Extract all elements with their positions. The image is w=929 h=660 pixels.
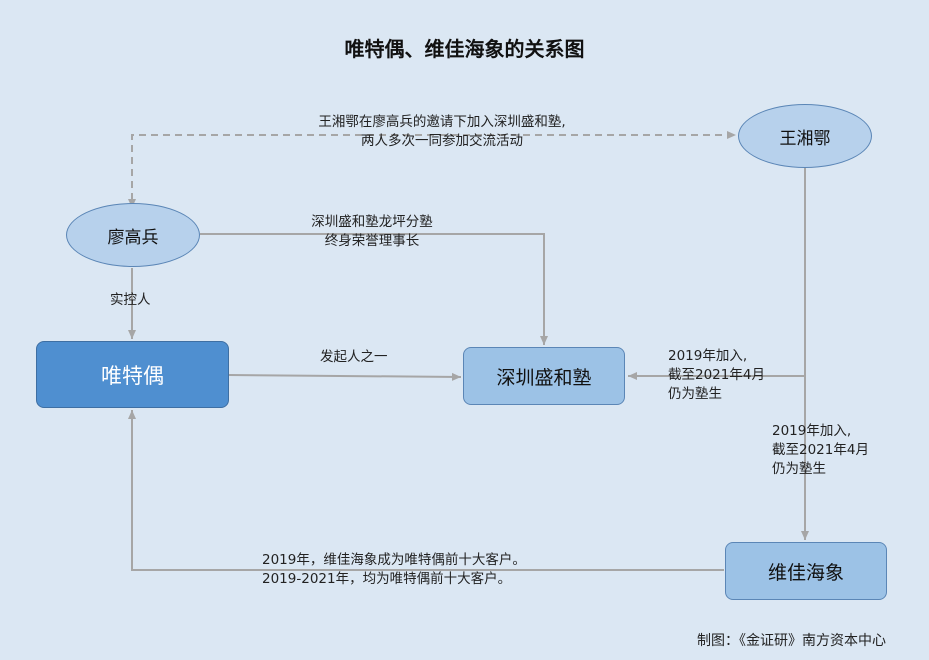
edge-label-line: 终身荣誉理事长 bbox=[324, 233, 420, 249]
edge-label-liao-weiteou: 实控人 bbox=[110, 292, 151, 308]
edge-weiteou-shenzhen bbox=[228, 372, 462, 381]
edge-weijia-weiteou bbox=[128, 410, 724, 571]
node-liao-label: 廖高兵 bbox=[107, 227, 159, 248]
edge-label-line: 仍为塾生 bbox=[772, 461, 826, 477]
dashed-edge-wang-liao bbox=[128, 131, 736, 208]
edge-label-line: 2019-2021年，均为唯特偶前十大客户。 bbox=[262, 571, 512, 587]
edge-label-weiteou-shenzhen: 发起人之一 bbox=[320, 349, 388, 365]
edge-label-wang-liao: 王湘鄂在廖高兵的邀请下加入深圳盛和塾, 两人多次一同参加交流活动 bbox=[232, 113, 652, 151]
edge-label-line: 截至2021年4月 bbox=[668, 367, 765, 383]
node-wang-label: 王湘鄂 bbox=[779, 128, 831, 149]
edge-label-line: 2019年，维佳海象成为唯特偶前十大客户。 bbox=[262, 552, 526, 568]
node-shenzhen-label: 深圳盛和塾 bbox=[496, 366, 592, 389]
edge-liao-shenzhen bbox=[200, 233, 548, 345]
edge-label-line: 仍为塾生 bbox=[668, 386, 722, 402]
edge-label-liao-shenzhen: 深圳盛和塾龙坪分塾 终身荣誉理事长 bbox=[272, 213, 472, 251]
edge-label-line: 深圳盛和塾龙坪分塾 bbox=[311, 214, 433, 230]
node-weijia-label: 维佳海象 bbox=[767, 561, 844, 584]
edge-label-wang-shenzhen: 2019年加入, 截至2021年4月 仍为塾生 bbox=[668, 347, 765, 404]
edge-label-line: 2019年加入, bbox=[772, 423, 852, 439]
diagram-title: 唯特偶、维佳海象的关系图 bbox=[344, 37, 585, 61]
node-weiteou: 唯特偶 bbox=[36, 341, 229, 408]
edge-label-weijia-weiteou: 2019年，维佳海象成为唯特偶前十大客户。 2019-2021年，均为唯特偶前十… bbox=[262, 551, 526, 589]
edge-label-line: 截至2021年4月 bbox=[772, 442, 869, 458]
edge-label-line: 王湘鄂在廖高兵的邀请下加入深圳盛和塾, bbox=[318, 114, 566, 130]
edge-label-wang-weijia: 2019年加入, 截至2021年4月 仍为塾生 bbox=[772, 422, 869, 479]
node-shenzhen: 深圳盛和塾 bbox=[463, 347, 625, 405]
node-weijia: 维佳海象 bbox=[725, 542, 887, 600]
edge-label-line: 两人多次一同参加交流活动 bbox=[361, 133, 523, 149]
node-weiteou-label: 唯特偶 bbox=[101, 363, 164, 388]
edge-label-line: 2019年加入, bbox=[668, 348, 748, 364]
source-credit: 制图：《金证研》南方资本中心 bbox=[697, 633, 886, 649]
node-wang: 王湘鄂 bbox=[738, 104, 872, 168]
node-liao: 廖高兵 bbox=[66, 203, 200, 267]
